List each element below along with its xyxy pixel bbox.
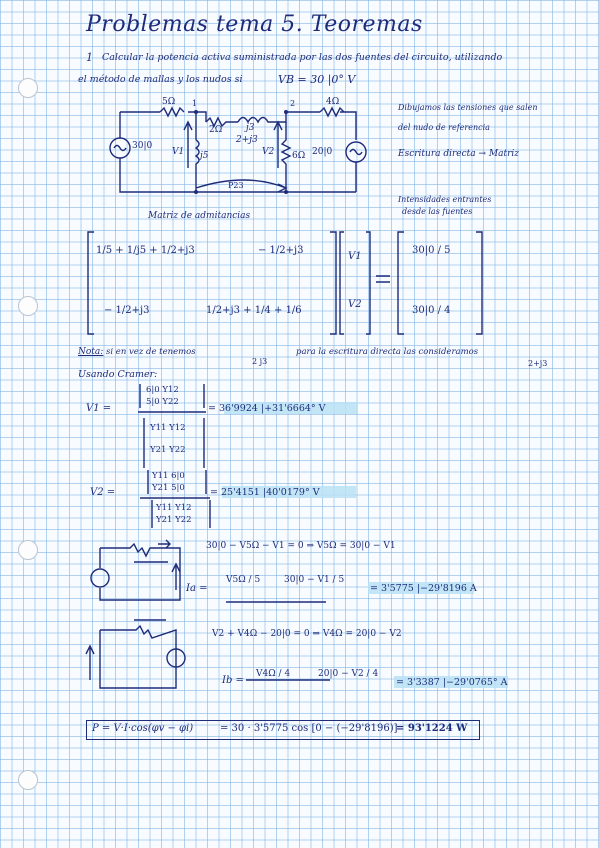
inductor-j5-label: j5: [200, 151, 209, 161]
cramer-label: Usando Cramer:: [78, 369, 158, 380]
a22-op-1: +: [243, 305, 252, 316]
source-1-label: 30|0: [132, 141, 153, 151]
ib-equation: V2 + V4Ω − 20|0 = 0 ⇒ V4Ω = 20|0 − V2: [212, 629, 402, 639]
a11-term-3: 1/2+j3: [160, 245, 195, 256]
matrix-v2: V2: [348, 299, 362, 310]
det-den-row1: Y11 Y12: [150, 423, 186, 433]
det-den2-row2: Y21 Y22: [156, 515, 192, 525]
note-dual-1: Dibujamos las tensiones que salen: [398, 103, 538, 112]
impedance-23-label: 2+j3: [236, 135, 258, 145]
cramer-v2-label: V2 =: [90, 487, 116, 498]
det-num1-row2: 5|0 Y22: [146, 397, 179, 407]
ia-equation: 30|0 − V5Ω − V1 = 0 ⇒ V5Ω = 30|0 − V1: [206, 541, 396, 551]
matrix-v1: V1: [348, 251, 362, 262]
matrix-a21: − 1/2+j3: [104, 305, 150, 316]
page-title: Problemas tema 5. Teoremas: [86, 12, 423, 37]
cramer-v2-result: = 25'4151 |40'0179° V: [210, 487, 320, 498]
ib-frac-1: V4Ω / 4: [256, 669, 291, 679]
a11-op-1: +: [115, 245, 124, 256]
det-den-row2: Y21 Y22: [150, 445, 186, 455]
binder-hole: [18, 770, 38, 790]
final-box: [86, 720, 480, 740]
det-num2-row2: Y21 5|0: [152, 483, 185, 493]
problem-number: 1: [86, 51, 93, 64]
note-admittance: Matriz de admitancias: [148, 211, 251, 221]
matrix-a12: − 1/2+j3: [258, 245, 304, 256]
cramer-v1-label: V1 =: [86, 403, 112, 414]
a22-op-2: +: [273, 305, 283, 316]
statement-line-1: Calcular la potencia activa suministrada…: [102, 52, 503, 63]
matrix-a11: 1/5 + 1/j5 + 1/2+j3: [96, 246, 195, 256]
ia-result: = 3'5775 |−29'8196 A: [370, 583, 477, 594]
binder-hole: [18, 78, 38, 98]
final-lhs: P = V·I·cos(φv − φi): [92, 723, 194, 734]
cramer-v1-result: = 36'9924 |+31'6664° V: [208, 403, 326, 414]
resistor-6-label: 6Ω: [292, 151, 306, 161]
v1-label: V1: [172, 147, 185, 157]
resistor-4-label: 4Ω: [326, 97, 340, 107]
inductor-j3-label: j3: [246, 123, 255, 133]
a22-term-1: 1/2+j3: [206, 305, 240, 316]
det-num2-row1: Y11 6|0: [152, 471, 185, 481]
v2-label: V2: [262, 147, 275, 157]
matrix-b2: 30|0 / 4: [412, 305, 451, 316]
a22-term-2: 1/4: [254, 305, 271, 316]
det-den2-row1: Y11 Y12: [156, 503, 192, 513]
source-2-label: 20|0: [312, 147, 333, 157]
final-result: = 93'1224 W: [396, 723, 468, 734]
resistor-2-label: 2Ω: [209, 125, 223, 135]
a11-term-2: 1/j5: [126, 245, 147, 256]
ib-frac-2: 20|0 − V2 / 4: [318, 669, 379, 679]
node-2-label: 2: [290, 99, 296, 108]
matrix-b1: 30|0 / 5: [412, 245, 451, 256]
nota-result: 2+j3: [528, 359, 548, 368]
binder-hole: [18, 296, 38, 316]
ia-frac-2: 30|0 − V1 / 5: [284, 575, 345, 585]
a11-term-1: 1/5: [96, 245, 113, 256]
a22-term-3: 1/6: [285, 305, 302, 316]
note-current-src-1: Intensidades entrantes: [398, 195, 492, 204]
matrix-a22: 1/2+j3 + 1/4 + 1/6: [206, 306, 302, 316]
node-1-label: 1: [192, 99, 198, 108]
resistor-5-label: 5Ω: [162, 97, 176, 107]
ib-lhs: Ib =: [222, 675, 244, 686]
p23-label: P23: [228, 181, 244, 190]
binder-hole: [18, 540, 38, 560]
note-dual-2: del nudo de referencia: [398, 123, 490, 132]
final-rhs: = 30 · 3'5775 cos [0 − (−29'8196)]: [220, 723, 398, 734]
det-num1-row1: 6|0 Y12: [146, 385, 179, 395]
ia-lhs: Ia =: [186, 583, 208, 594]
ib-result: = 3'3387 |−29'0765° A: [396, 677, 508, 688]
statement-line-2: el método de mallas y los nudos si: [78, 74, 243, 85]
note-current-src-2: desde las fuentes: [402, 207, 473, 216]
nota-text-2: para la escritura directa las consideram…: [296, 347, 479, 357]
note-direct: Escritura directa → Matriz: [398, 149, 520, 159]
source-value: VB = 30 |0° V: [278, 73, 356, 86]
nota-impedance: 2 j3: [252, 357, 268, 366]
nota-text: si en vez de tenemos: [106, 347, 196, 357]
a11-op-2: +: [149, 245, 158, 256]
nota-label: Nota:: [78, 347, 104, 357]
ia-frac-1: V5Ω / 5: [226, 575, 261, 585]
